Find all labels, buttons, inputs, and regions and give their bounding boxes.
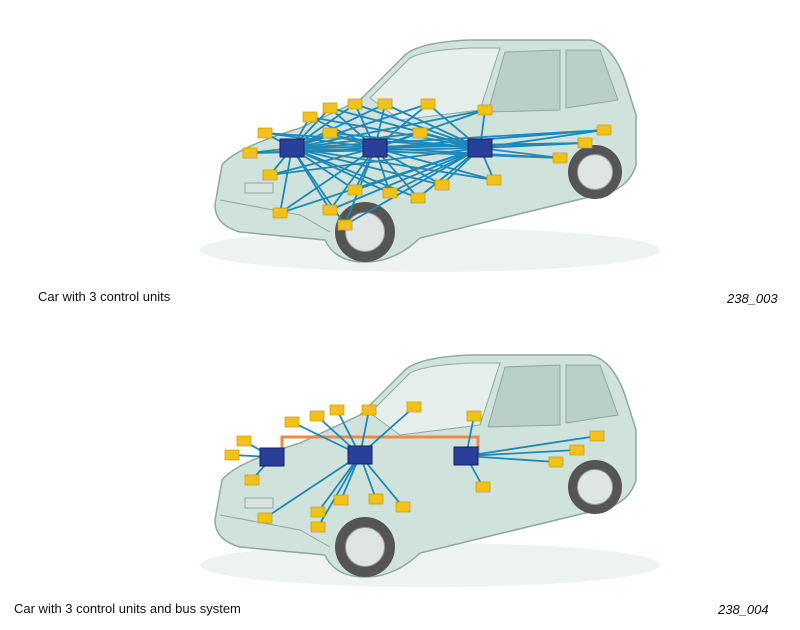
sensor-box xyxy=(475,481,491,493)
control-unit-box xyxy=(362,138,388,158)
wire xyxy=(479,142,586,149)
wire xyxy=(291,147,443,186)
sensor-box xyxy=(466,410,482,422)
control-unit-box xyxy=(453,446,479,466)
sensor-box xyxy=(577,137,593,149)
sensor-box xyxy=(477,104,493,116)
wire xyxy=(465,449,578,457)
sensor-box xyxy=(395,501,411,513)
sensor-box xyxy=(434,179,450,191)
wheel-rim-icon xyxy=(576,153,614,191)
sensor-box xyxy=(262,169,278,181)
sensor-box xyxy=(257,127,273,139)
sensor-box xyxy=(242,147,258,159)
sensor-box xyxy=(377,98,393,110)
figure-2-caption: Car with 3 control units and bus system xyxy=(14,601,241,616)
sensor-box xyxy=(272,207,288,219)
sensor-box xyxy=(368,493,384,505)
sensor-box xyxy=(333,494,349,506)
wheel-rim-icon xyxy=(345,212,385,252)
side-window-front xyxy=(487,49,561,113)
car-figure-1 xyxy=(200,39,660,272)
side-window-rear xyxy=(565,364,619,424)
wire xyxy=(344,147,481,226)
wire xyxy=(291,132,421,149)
wire xyxy=(279,147,293,214)
bumper-line xyxy=(219,199,331,233)
figure-2-number: 238_004 xyxy=(718,602,769,617)
wire xyxy=(291,147,391,194)
wire xyxy=(479,147,561,159)
sensor-box xyxy=(329,404,345,416)
wheel-rim-icon xyxy=(345,527,385,567)
figure-1-number: 238_003 xyxy=(727,291,778,306)
sensor-box xyxy=(322,102,338,114)
windshield xyxy=(369,362,501,436)
wire xyxy=(291,103,386,149)
grille xyxy=(244,497,274,509)
bumper-line xyxy=(219,514,331,548)
sensor-box xyxy=(486,174,502,186)
side-window-front xyxy=(487,364,561,428)
sensor-box xyxy=(244,474,260,486)
windshield xyxy=(369,47,501,121)
wire xyxy=(264,454,361,519)
grille xyxy=(244,182,274,194)
wire xyxy=(465,455,557,463)
sensor-box xyxy=(412,127,428,139)
wheel-rim-icon xyxy=(576,468,614,506)
wire xyxy=(291,129,605,149)
car-figure-2 xyxy=(200,354,660,587)
sensor-box xyxy=(596,124,612,136)
sensor-box xyxy=(420,98,436,110)
wire xyxy=(479,129,605,149)
wire xyxy=(264,132,376,149)
wire xyxy=(291,103,429,149)
sensor-box xyxy=(322,127,338,139)
sensor-box xyxy=(310,521,326,533)
sensor-box xyxy=(382,187,398,199)
sensor-box xyxy=(347,184,363,196)
control-unit-box xyxy=(467,138,493,158)
sensor-box xyxy=(236,435,252,447)
sensor-box xyxy=(337,219,353,231)
sensor-box xyxy=(361,404,377,416)
sensor-box xyxy=(224,449,240,461)
sensor-box xyxy=(410,192,426,204)
sensor-box xyxy=(548,456,564,468)
control-unit-box xyxy=(347,445,373,465)
side-window-rear xyxy=(565,49,619,109)
figure-1-caption: Car with 3 control units xyxy=(38,289,171,304)
sensor-box xyxy=(309,410,325,422)
wire xyxy=(465,435,598,457)
control-unit-box xyxy=(279,138,305,158)
sensor-box xyxy=(310,506,326,518)
sensor-box xyxy=(284,416,300,428)
wire xyxy=(329,147,376,211)
control-unit-box xyxy=(259,447,285,467)
sensor-box xyxy=(552,152,568,164)
wire xyxy=(374,147,495,181)
wire xyxy=(291,147,495,181)
sensor-box xyxy=(589,430,605,442)
sensor-box xyxy=(406,401,422,413)
sensor-box xyxy=(257,512,273,524)
sensor-box xyxy=(322,204,338,216)
sensor-box xyxy=(569,444,585,456)
wire xyxy=(291,109,486,149)
sensor-box xyxy=(302,111,318,123)
sensor-box xyxy=(347,98,363,110)
